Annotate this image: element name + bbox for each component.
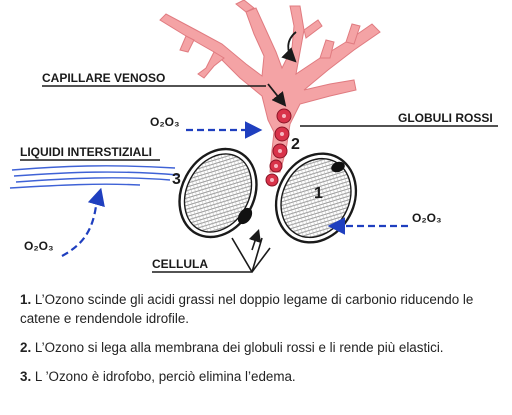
nucleus: [331, 161, 345, 173]
ozone-label-left: O₂O₃: [150, 115, 180, 129]
ozone-label-right: O₂O₃: [412, 211, 442, 225]
flow-curve-arrow: [281, 31, 297, 63]
caption-item-2: 2. L’Ozono si lega alla membrana dei glo…: [20, 338, 508, 357]
caption-num: 3.: [20, 369, 32, 384]
label-leaders: [20, 85, 498, 273]
ozone-diagram: CAPILLARE VENOSO GLOBULI ROSSI LIQUIDI I…: [9, 0, 498, 273]
caption-text: L’Ozono si lega alla membrana dei globul…: [31, 340, 444, 355]
label-cell: CELLULA: [152, 257, 208, 271]
label-interstitial: LIQUIDI INTERSTIZIALI: [20, 145, 152, 159]
caption: 1. L’Ozono scinde gli acidi grassi nel d…: [20, 290, 508, 396]
ozone-arrow-bottom: [61, 187, 105, 257]
flow-down-arrow: [267, 83, 287, 107]
caption-num: 1.: [20, 292, 32, 307]
ozone-label-bottom: O₂O₃: [24, 239, 54, 253]
caption-text: L’Ozono scinde gli acidi grassi nel dopp…: [20, 292, 474, 326]
marker-2: 2: [291, 136, 300, 153]
caption-item-3: 3. L ’Ozono è idrofobo, perciò elimina l…: [20, 367, 508, 386]
red-blood-cells: [265, 108, 292, 187]
venous-capillary: [159, 0, 381, 173]
caption-item-1: 1. L’Ozono scinde gli acidi grassi nel d…: [20, 290, 508, 328]
label-capillary: CAPILLARE VENOSO: [42, 71, 165, 85]
cell-pointer-arrow: [248, 228, 262, 251]
nucleus: [237, 207, 253, 225]
marker-3: 3: [172, 171, 181, 188]
caption-text: L ’Ozono è idrofobo, perciò elimina l’ed…: [31, 369, 296, 384]
label-red-cells: GLOBULI ROSSI: [398, 111, 493, 125]
cell-left: [178, 147, 258, 239]
caption-num: 2.: [20, 340, 32, 355]
interstitial-fluid: [9, 165, 179, 189]
marker-1: 1: [314, 185, 323, 202]
